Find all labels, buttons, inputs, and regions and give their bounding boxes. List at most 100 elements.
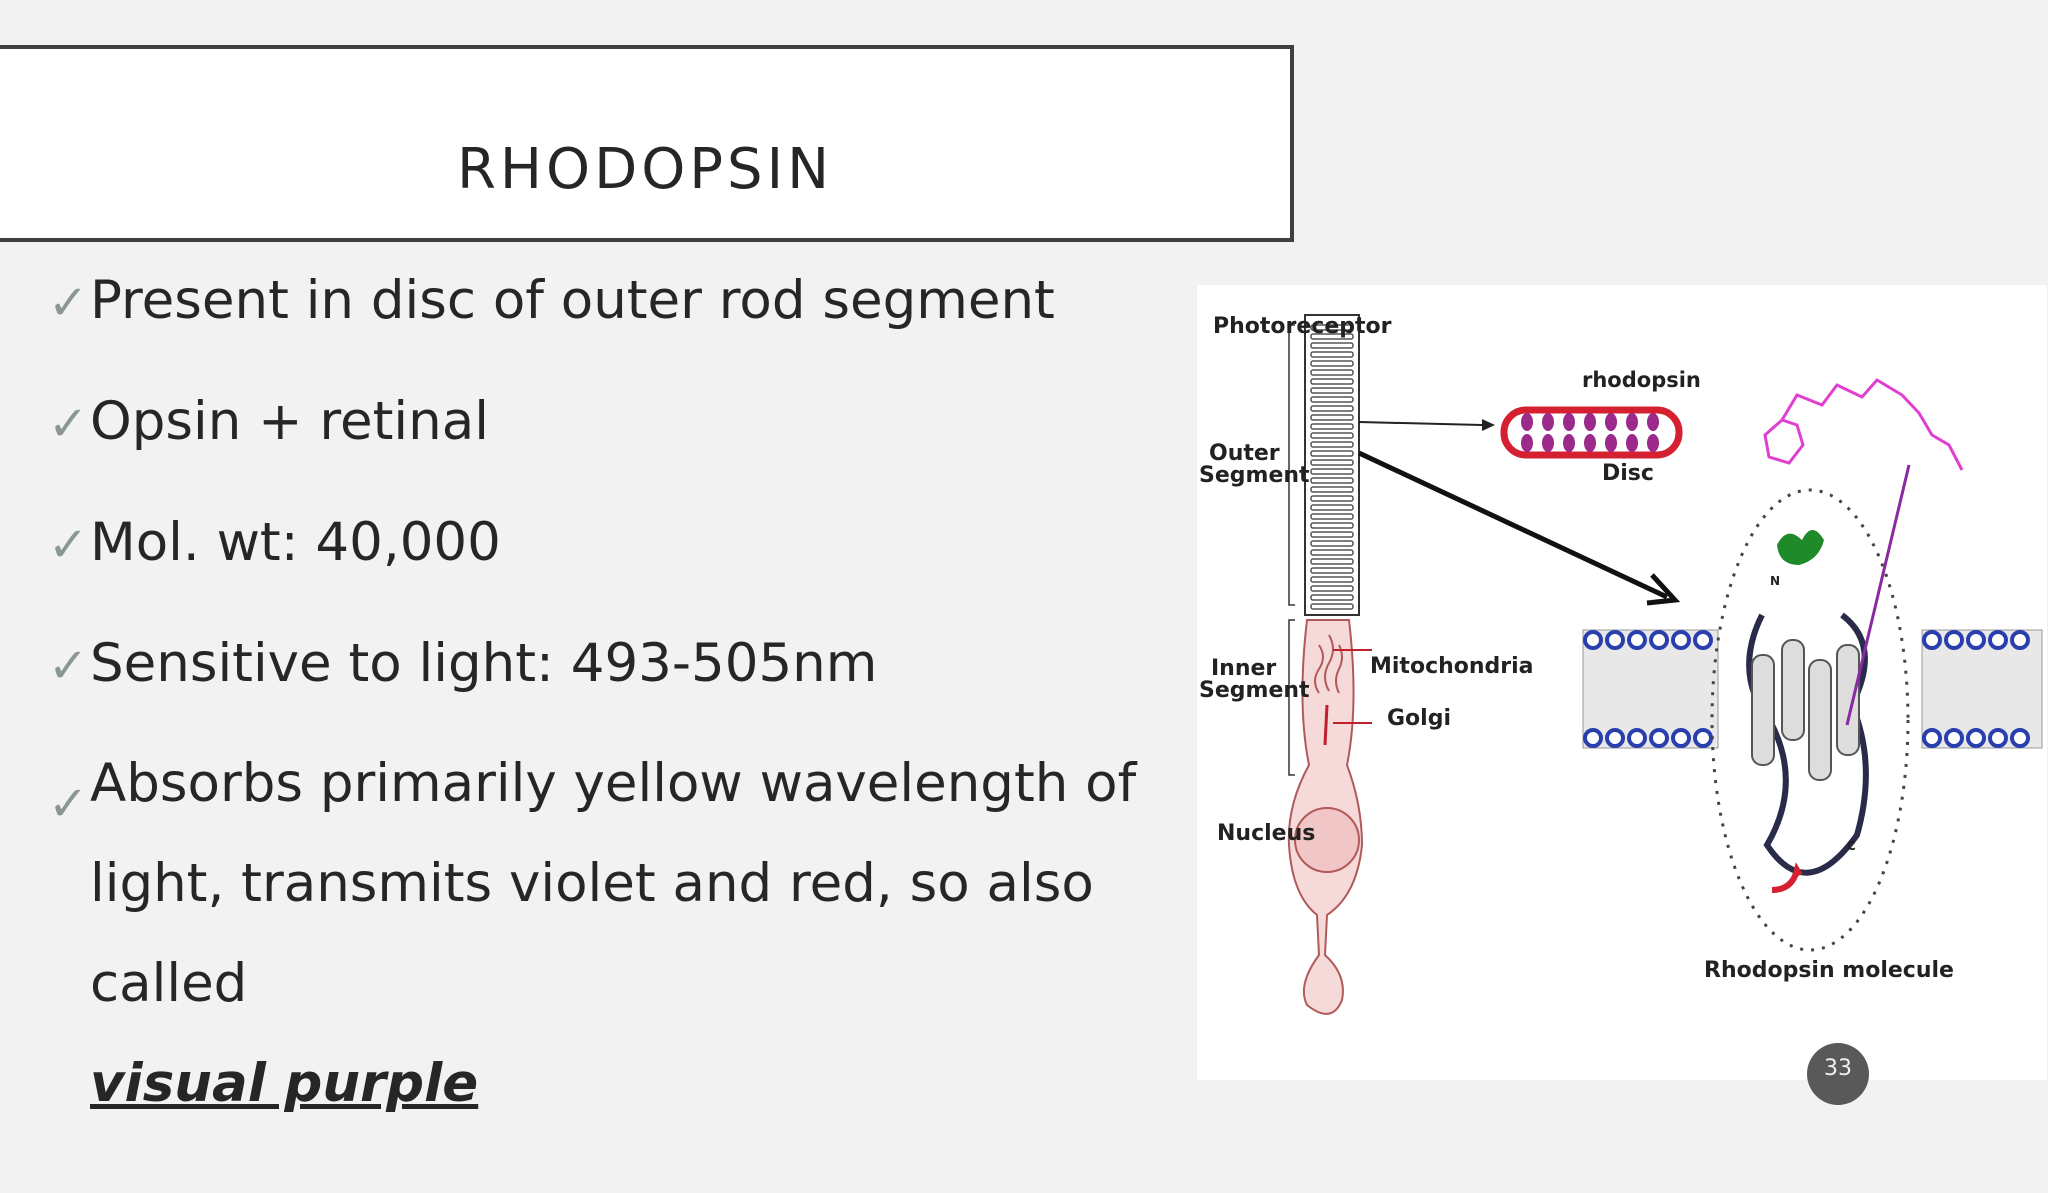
rhodopsin-dot <box>1521 434 1533 452</box>
disc-lamella <box>1310 594 1354 601</box>
checkmark-icon: ✓ <box>48 275 89 331</box>
rhodopsin-dot <box>1542 434 1554 452</box>
title-box: RHODOPSIN <box>0 45 1294 242</box>
outer-bracket <box>1288 324 1295 606</box>
disc-lamella <box>1310 477 1354 484</box>
bullet-item: ✓ Sensitive to light: 493-505nm <box>48 633 1178 695</box>
label-n: N <box>1770 574 1780 588</box>
lipid-head <box>1627 630 1647 650</box>
retinal-structure <box>1780 378 1964 471</box>
lipid-head <box>2010 728 2030 748</box>
label-outer-1: Outer <box>1209 441 1280 466</box>
disc-lamella <box>1310 333 1354 340</box>
disc-lamella <box>1310 342 1354 349</box>
label-photoreceptor: Photoreceptor <box>1213 314 1392 339</box>
disc-lamella <box>1310 387 1354 394</box>
lipid-head <box>1966 728 1986 748</box>
lipid-head <box>1988 728 2008 748</box>
checkmark-icon: ✓ <box>48 396 89 452</box>
disc-lamella <box>1310 324 1354 331</box>
rhodopsin-dot <box>1605 413 1617 431</box>
label-inner-2: Segment <box>1199 678 1310 703</box>
lipid-head <box>1671 630 1691 650</box>
disc-lamella <box>1310 423 1354 430</box>
disc-lamella <box>1310 558 1354 565</box>
visual-purple-emphasis: visual purple <box>90 1053 479 1114</box>
arrow-to-disc <box>1358 421 1483 426</box>
rhodopsin-dot <box>1647 434 1659 452</box>
label-nucleus: Nucleus <box>1217 821 1315 846</box>
membrane <box>1582 629 2043 749</box>
label-rhodopsin: rhodopsin <box>1582 368 1701 392</box>
lipid-head <box>1583 728 1603 748</box>
rhodopsin-dot <box>1584 413 1596 431</box>
rhodopsin-figure: Photoreceptor Outer Segment Inner Segmen… <box>1197 285 2047 1080</box>
disc-lamella <box>1310 495 1354 502</box>
bullet-text: Mol. wt: 40,000 <box>90 512 501 573</box>
rhodopsin-dot <box>1563 434 1575 452</box>
disc-lamella <box>1310 513 1354 520</box>
label-mitochondria: Mitochondria <box>1370 654 1534 679</box>
rhodopsin-dot <box>1647 413 1659 431</box>
disc-lamella <box>1310 405 1354 412</box>
bullet-list: ✓ Present in disc of outer rod segment ✓… <box>48 270 1178 1193</box>
checkmark-icon: ✓ <box>48 638 89 694</box>
disc-lamella <box>1310 360 1354 367</box>
label-disc: Disc <box>1602 461 1654 486</box>
label-molecule: Rhodopsin molecule <box>1704 958 1954 983</box>
disc-lamella <box>1310 504 1354 511</box>
disc-lamella <box>1310 540 1354 547</box>
disc-lamella <box>1310 396 1354 403</box>
disc-lamella <box>1310 468 1354 475</box>
disc-lamella <box>1310 567 1354 574</box>
lipid-head <box>1944 630 1964 650</box>
disc-lamella <box>1310 459 1354 466</box>
rhodopsin-dot <box>1521 413 1533 431</box>
checkmark-icon: ✓ <box>48 517 89 573</box>
rhodopsin-dot <box>1626 413 1638 431</box>
disc-illustration <box>1500 406 1683 459</box>
arrow-to-molecule <box>1357 450 1669 600</box>
disc-lamella <box>1310 450 1354 457</box>
lipid-head <box>1649 630 1669 650</box>
outer-segment-stack <box>1304 314 1360 616</box>
lipid-head <box>1693 630 1713 650</box>
lipid-head <box>1671 728 1691 748</box>
bullet-item: ✓ Mol. wt: 40,000 <box>48 512 1178 574</box>
label-golgi: Golgi <box>1387 706 1451 731</box>
disc-lamella <box>1310 576 1354 583</box>
lipid-head <box>1605 728 1625 748</box>
disc-lamella <box>1310 351 1354 358</box>
disc-lamella <box>1310 585 1354 592</box>
lipid-head <box>1966 630 1986 650</box>
rhodopsin-dot <box>1626 434 1638 452</box>
bullet-text: Absorbs primarily yellow wavelength of l… <box>90 753 1137 1014</box>
rhodopsin-diagram: Photoreceptor Outer Segment Inner Segmen… <box>1199 314 2043 1015</box>
inner-bracket <box>1288 619 1295 776</box>
rhodopsin-dot <box>1563 413 1575 431</box>
bullet-text: Present in disc of outer rod segment <box>90 270 1055 331</box>
lipid-head <box>1583 630 1603 650</box>
lipid-head <box>1922 728 1942 748</box>
slide-title: RHODOPSIN <box>456 137 834 202</box>
disc-lamella <box>1310 549 1354 556</box>
lipid-head <box>1693 728 1713 748</box>
disc-lamella <box>1310 603 1354 610</box>
rhodopsin-dot <box>1584 434 1596 452</box>
inner-segment <box>1287 619 1364 1015</box>
disc-lamella <box>1310 486 1354 493</box>
disc-lamella <box>1310 369 1354 376</box>
disc-lamella <box>1310 432 1354 439</box>
disc-lamella <box>1310 378 1354 385</box>
label-outer-2: Segment <box>1199 463 1310 488</box>
bullet-text: Opsin + retinal <box>90 391 489 452</box>
lipid-head <box>1627 728 1647 748</box>
bullet-item: ✓ Absorbs primarily yellow wavelength of… <box>48 734 1178 1134</box>
bullet-item: ✓ Present in disc of outer rod segment <box>48 270 1178 332</box>
label-inner-1: Inner <box>1211 656 1276 681</box>
lipid-head <box>1605 630 1625 650</box>
bullet-text: Sensitive to light: 493-505nm <box>90 633 878 694</box>
checkmark-icon: ✓ <box>48 776 89 832</box>
lipid-head <box>1988 630 2008 650</box>
lipid-head <box>1922 630 1942 650</box>
